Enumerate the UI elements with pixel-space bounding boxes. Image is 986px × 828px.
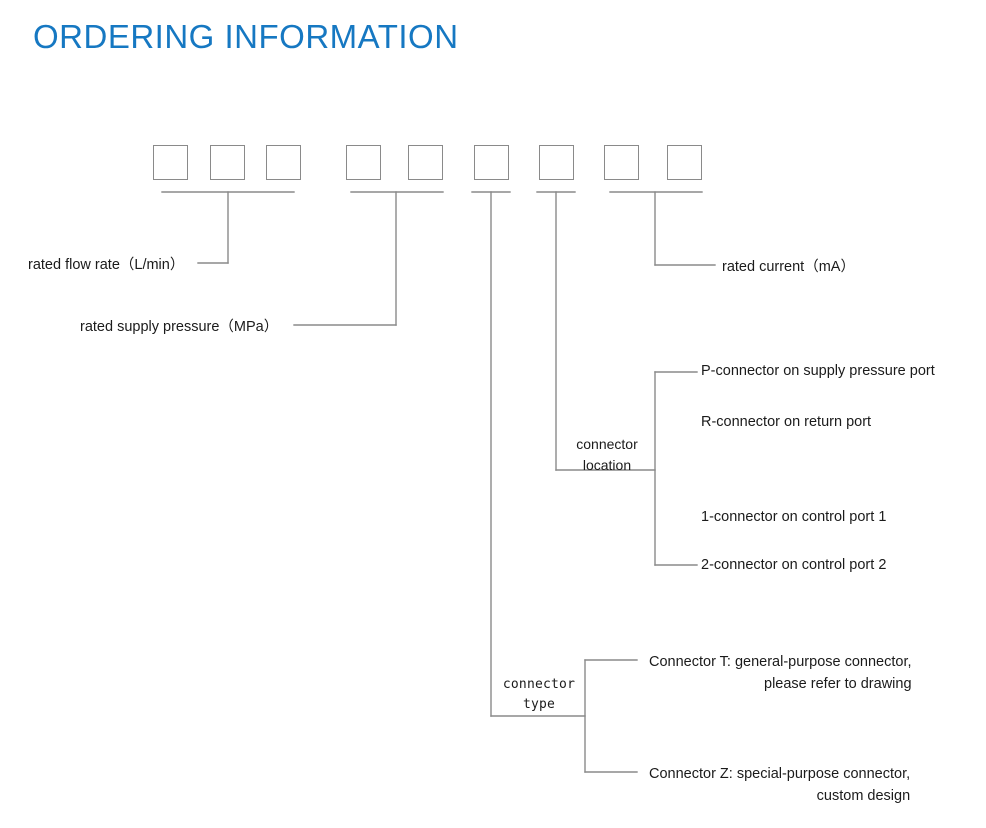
code-box-2[interactable]: [210, 145, 245, 180]
code-box-9[interactable]: [667, 145, 702, 180]
code-box-5[interactable]: [408, 145, 443, 180]
connector-type-label-line1: connector: [502, 677, 576, 692]
callout-rated-flow-rate: rated flow rate（L/min）: [28, 257, 185, 273]
connector-location-option-p: P-connector on supply pressure port: [701, 363, 935, 379]
connector-type-option-z-line2: custom design: [816, 788, 911, 805]
callout-supply-pressure: rated supply pressure（MPa）: [80, 319, 279, 335]
code-box-6[interactable]: [474, 145, 509, 180]
code-box-1[interactable]: [153, 145, 188, 180]
code-box-3[interactable]: [266, 145, 301, 180]
connector-type-option-t-line1: Connector T: general-purpose connector,: [649, 654, 912, 670]
connector-type-option-t: Connector T: general-purpose connector, …: [649, 651, 912, 696]
connector-location-label-line2: location: [582, 457, 632, 473]
page-title: ORDERING INFORMATION: [33, 18, 459, 55]
connector-type-label: connector type: [494, 675, 584, 714]
callout-rated-current: rated current（mA）: [722, 259, 855, 275]
code-box-4[interactable]: [346, 145, 381, 180]
code-box-7[interactable]: [539, 145, 574, 180]
connector-location-option-2: 2-connector on control port 2: [701, 557, 887, 573]
code-box-8[interactable]: [604, 145, 639, 180]
connector-location-label: connector location: [561, 434, 653, 476]
connector-location-option-r: R-connector on return port: [701, 414, 872, 430]
connector-location-option-1: 1-connector on control port 1: [701, 509, 887, 525]
connector-type-option-t-line2: please refer to drawing: [764, 676, 912, 693]
connector-type-label-line2: type: [522, 696, 556, 712]
connector-type-option-z: Connector Z: special-purpose connector, …: [649, 763, 910, 808]
connector-type-option-z-line1: Connector Z: special-purpose connector,: [649, 766, 911, 782]
connector-location-label-line1: connector: [576, 436, 638, 452]
